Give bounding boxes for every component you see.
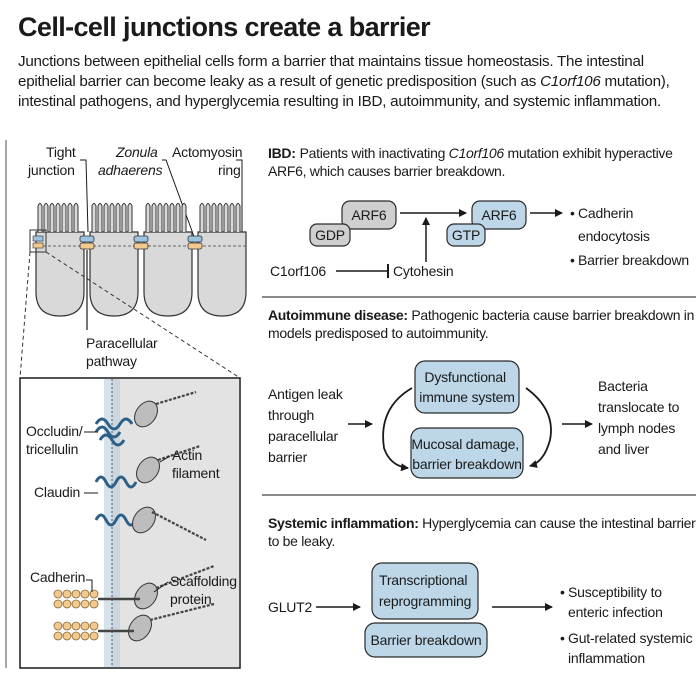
c1orf106-label: C1orf106 — [270, 263, 326, 279]
systemic-outcome-inflammation: •Gut-related systemic inflammation — [560, 630, 696, 666]
barrier-breakdown-box — [364, 622, 488, 658]
arf6-inactive-box — [341, 200, 397, 230]
gtp-label: GTP — [452, 227, 480, 243]
claudin-label: Claudin — [34, 484, 80, 500]
paracellular-pathway-label: Paracellular pathway — [86, 335, 161, 369]
intro-text-2: mutation), intestinal pathogens, and hyp… — [18, 73, 670, 110]
tight-junction-leader — [80, 159, 89, 233]
barrier-breakdown-label: Barrier breakdown — [371, 632, 482, 648]
arf6-active-box — [471, 200, 527, 230]
arf6-active-label: ARF6 — [482, 207, 517, 223]
ibd-heading-line1: IBD:Patients with inactivating C1orf106 … — [268, 145, 673, 161]
transcriptional-box — [371, 562, 479, 620]
figure-title: Cell-cell junctions create a barrier — [18, 12, 431, 42]
ibd-heading-line2: ARF6, which causes barrier breakdown. — [268, 163, 505, 179]
autoimmune-heading-line1: Autoimmune disease: Pathogenic bacteria … — [268, 307, 694, 323]
cycle-arrow-left — [382, 387, 413, 472]
intro-paragraph: Junctions between epithelial cells form … — [18, 52, 694, 112]
epithelial-cells — [29, 203, 247, 317]
actomyosin-leader — [236, 159, 243, 244]
autoimmune-section: Autoimmune disease: Pathogenic bacteria … — [268, 307, 694, 479]
gdp-box — [309, 223, 351, 247]
cycle-arrow-right — [525, 387, 552, 468]
dysfunctional-immune-box — [414, 360, 520, 414]
autoimmune-heading-line2: models predisposed to autoimmunity. — [268, 325, 488, 341]
systemic-heading-line2: to be leaky. — [268, 533, 335, 549]
cytohesin-label: Cytohesin — [393, 263, 453, 279]
mucosal-damage-label: Mucosal damage, barrier breakdown — [411, 436, 522, 472]
systemic-section: Systemic inflammation: Hyperglycemia can… — [268, 515, 696, 666]
gtp-box — [446, 223, 486, 247]
dysfunctional-immune-label: Dysfunctional immune system — [419, 369, 514, 405]
actin-filament-label: Actin filament — [172, 447, 220, 481]
cadherin-label: Cadherin — [30, 569, 85, 585]
zoom-line-left — [19, 251, 31, 379]
intro-text-1: Junctions between epithelial cells form … — [18, 53, 644, 90]
systemic-outcome-infection: •Susceptibility to enteric infection — [560, 584, 666, 620]
occludin-label: Occludin/ tricellulin — [26, 423, 86, 457]
zoom-line-right — [45, 251, 241, 379]
ibd-outcome-cadherin: •Cadherin endocytosis — [570, 205, 650, 244]
actomyosin-ring-label: Actomyosin ring — [172, 144, 246, 178]
antigen-leak-label: Antigen leak through paracellular barrie… — [268, 386, 346, 465]
tight-junction-label: Tight junction — [27, 144, 79, 178]
systemic-heading-line1: Systemic inflammation: Hyperglycemia can… — [268, 515, 696, 531]
transcriptional-label: Transcriptional reprogramming — [379, 572, 471, 609]
ibd-section: IBD:Patients with inactivating C1orf106 … — [268, 145, 689, 279]
junction-inset: Occludin/ tricellulin Claudin Actin fila… — [19, 377, 241, 669]
zonula-adhaerens-label: Zonula adhaerens — [98, 144, 163, 178]
epithelium-diagram: Tight junction Zonula adhaerens Actomyos… — [5, 140, 247, 669]
ibd-outcome-barrier: •Barrier breakdown — [570, 252, 689, 268]
scaffolding-protein-label: Scaffolding protein — [170, 573, 241, 607]
gdp-label: GDP — [315, 227, 345, 243]
bacteria-translocate-label: Bacteria translocate to lymph nodes and … — [598, 378, 683, 457]
glut2-label: GLUT2 — [268, 599, 313, 615]
mucosal-damage-box — [410, 427, 524, 479]
intro-gene: C1orf106 — [540, 73, 601, 90]
arf6-inactive-label: ARF6 — [352, 207, 387, 223]
